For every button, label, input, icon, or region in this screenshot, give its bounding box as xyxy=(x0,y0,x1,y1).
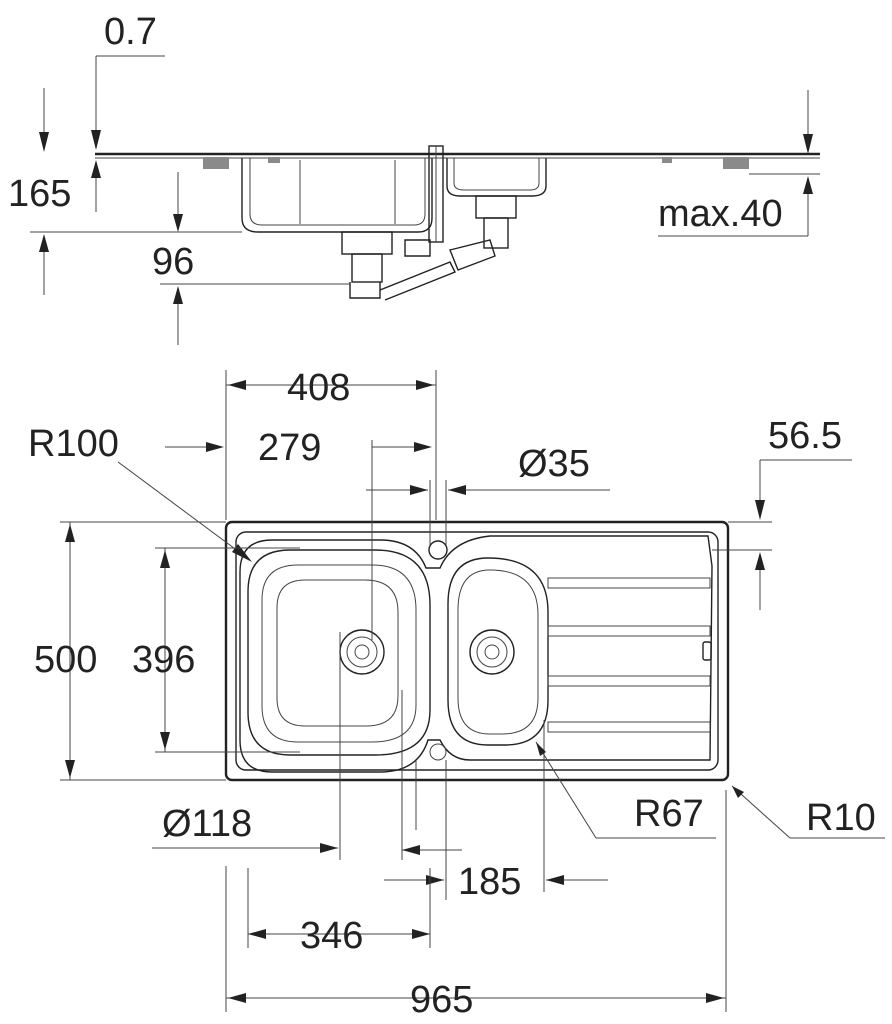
max-thickness-label: max.40 xyxy=(658,193,783,235)
width-279-label: 279 xyxy=(258,427,321,469)
drainer-groove xyxy=(547,625,711,637)
width-185-label: 185 xyxy=(458,861,521,903)
height-500-label: 500 xyxy=(34,639,97,681)
radius-r100-label: R100 xyxy=(28,423,119,465)
diameter-35-label: Ø35 xyxy=(518,443,590,485)
tap-hole xyxy=(428,540,448,560)
small-drain xyxy=(469,629,515,675)
overflow-hole xyxy=(429,743,447,761)
height-165-label: 165 xyxy=(8,173,71,215)
main-bowl xyxy=(247,549,431,756)
width-346-label: 346 xyxy=(300,915,363,957)
mounting-clamp xyxy=(723,157,749,169)
sink-rim xyxy=(239,535,713,773)
depth-96-label: 96 xyxy=(152,241,194,283)
main-bowl-profile xyxy=(241,158,433,233)
mounting-clamp xyxy=(203,157,229,169)
radius-r67-label: R67 xyxy=(634,793,704,835)
sink-outline xyxy=(224,520,730,782)
height-396-label: 396 xyxy=(132,639,195,681)
drainer-groove xyxy=(547,721,711,733)
width-408-label: 408 xyxy=(287,367,350,409)
diameter-118-label: Ø118 xyxy=(162,803,252,845)
siphon-trap xyxy=(349,282,381,299)
thickness-label: 0.7 xyxy=(104,11,157,53)
drainer-groove xyxy=(547,675,711,687)
width-965-label: 965 xyxy=(410,979,473,1021)
drainer-groove xyxy=(547,577,711,589)
side-view: 0.7 165 96 max.40 xyxy=(8,11,820,345)
radius-r10-label: R10 xyxy=(806,797,876,839)
top-view: 408 R100 279 Ø35 56.5 500 xyxy=(28,367,885,1021)
offset-56-5-label: 56.5 xyxy=(768,415,842,457)
small-bowl xyxy=(447,557,549,746)
